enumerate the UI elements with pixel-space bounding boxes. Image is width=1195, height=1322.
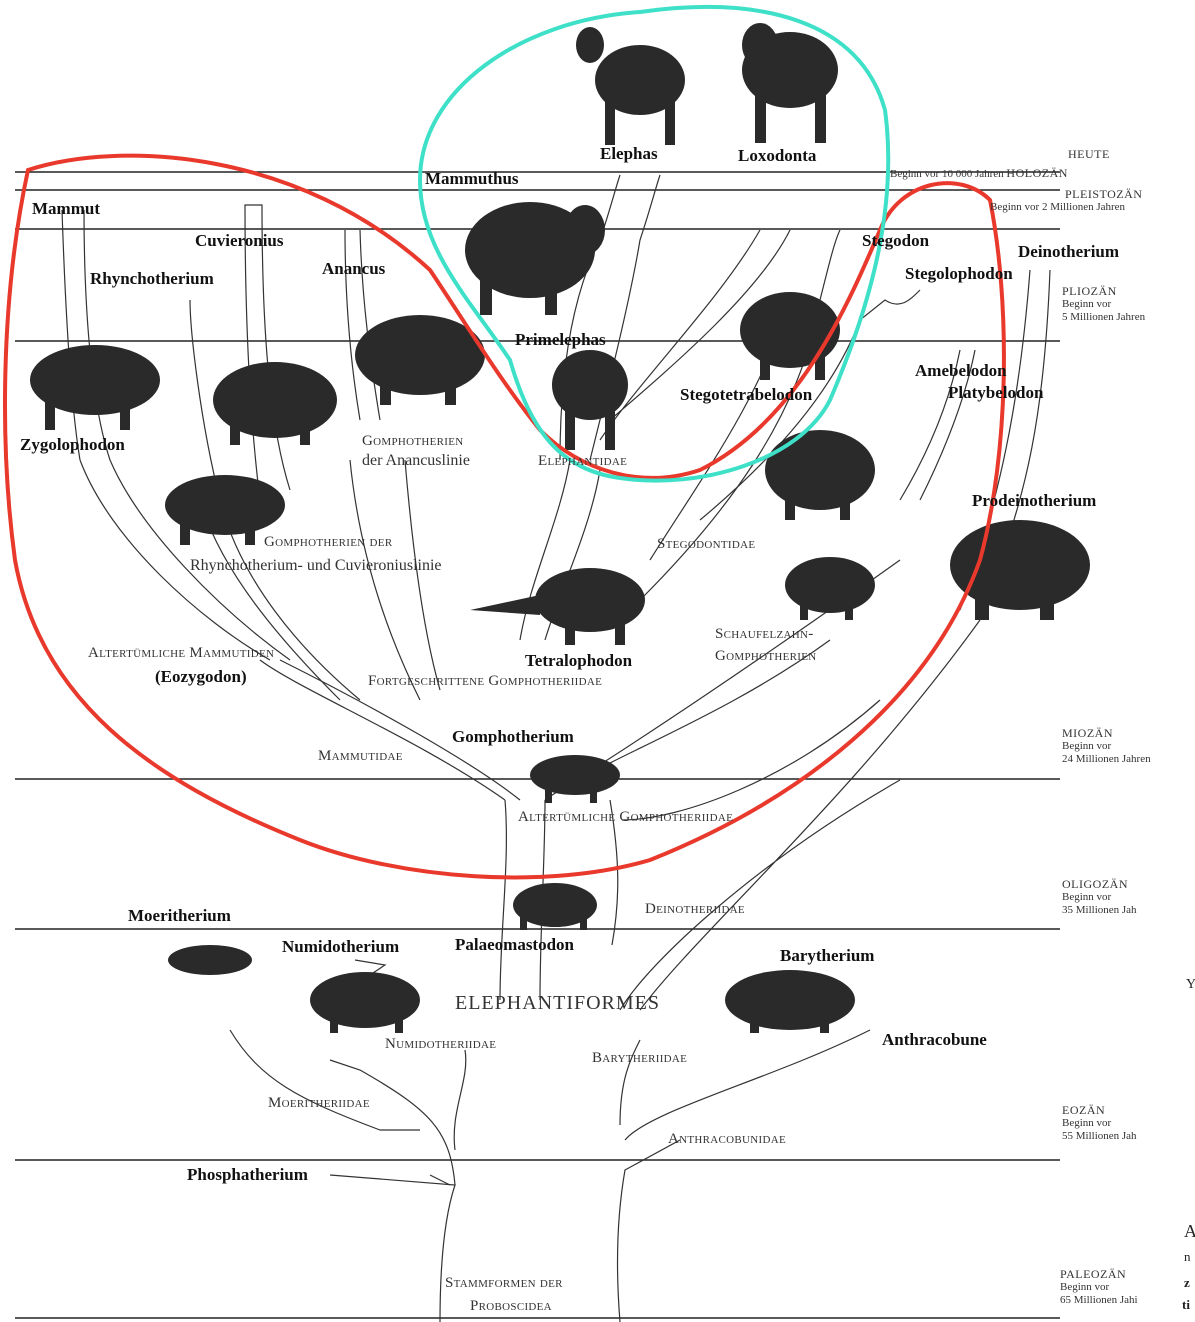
group-anthracobunidae: Anthracobunidae <box>668 1132 786 1147</box>
gomphotherium-animal <box>530 755 620 803</box>
label-tetralophodon: Tetralophodon <box>525 652 632 669</box>
group-barytheriidae: Barytheriidae <box>592 1051 687 1066</box>
label-phosphatherium: Phosphatherium <box>187 1166 308 1183</box>
stegotetrabelodon-animal <box>740 292 840 380</box>
group-schaufelzahn: Schaufelzahn- <box>715 627 814 642</box>
group-proboscidea: Proboscidea <box>470 1299 552 1314</box>
label-primelephas: Primelephas <box>515 331 606 348</box>
group-gomph-rhyncho: Gomphotherien der <box>264 535 392 550</box>
group-alt-gomph: Altertümliche Gomphotheriidae <box>518 810 733 825</box>
label-palaeomastodon: Palaeomastodon <box>455 936 574 953</box>
group-gomph-anancus-line: der Anancuslinie <box>362 453 470 469</box>
primelephas-animal <box>552 350 628 450</box>
label-deinotherium: Deinotherium <box>1018 243 1119 260</box>
label-amebelodon: Amebelodon <box>915 362 1007 379</box>
label-stegotetrabelodon: Stegotetrabelodon <box>680 386 812 403</box>
label-zygolophodon: Zygolophodon <box>20 436 125 453</box>
margin-letter-a: A <box>1184 1222 1195 1240</box>
label-platybelodon: Platybelodon <box>948 384 1043 401</box>
moeritherium-animal <box>168 945 252 975</box>
group-stegodontidae: Stegodontidae <box>657 537 755 552</box>
label-rhynchotherium: Rhynchotherium <box>90 270 214 287</box>
group-gomph-anancus: Gomphotherien <box>362 434 464 449</box>
mammuthus-animal <box>465 202 605 315</box>
prodeinotherium-animal <box>950 520 1090 620</box>
platybelodon-animal <box>785 557 875 620</box>
label-anancus: Anancus <box>322 260 385 277</box>
tetralophodon-animal <box>470 568 645 645</box>
group-elephantiformes: ELEPHANTIFORMES <box>455 993 660 1013</box>
epoch-holozaen: Beginn vor 10 000 Jahren HOLOZÄN <box>890 167 1068 181</box>
margin-letter-r: n <box>1184 1250 1191 1263</box>
label-mammut: Mammut <box>32 200 100 217</box>
label-cuvieronius: Cuvieronius <box>195 232 284 249</box>
label-eozygodon: (Eozygodon) <box>155 668 247 685</box>
label-stegolophodon: Stegolophodon <box>905 265 1013 282</box>
label-gomphotherium: Gomphotherium <box>452 728 574 745</box>
margin-letter-y: Y <box>1186 978 1195 992</box>
label-elephas: Elephas <box>600 145 658 162</box>
zygolophodon-animal <box>30 345 160 430</box>
group-numidotheriidae: Numidotheriidae <box>385 1037 496 1052</box>
label-prodeinotherium: Prodeinotherium <box>972 492 1096 509</box>
label-stegodon: Stegodon <box>862 232 929 249</box>
rhynchotherium-animal <box>213 362 337 445</box>
elephas-animal <box>576 27 685 145</box>
label-moeritherium: Moeritherium <box>128 907 231 924</box>
palaeomastodon-animal <box>513 883 597 930</box>
epoch-heute: HEUTE <box>1068 148 1110 161</box>
label-numidotherium: Numidotherium <box>282 938 399 955</box>
loxodonta-animal <box>742 23 838 143</box>
margin-letter-z: z <box>1184 1276 1190 1289</box>
group-mammutidae: Mammutidae <box>318 749 403 764</box>
group-alt-mammutiden: Altertümliche Mammutiden <box>88 646 274 661</box>
margin-letter-t: ti <box>1182 1298 1190 1311</box>
anancus-animal <box>355 315 485 405</box>
numidotherium-animal <box>310 972 420 1033</box>
group-deinotheriidae: Deinotheriidae <box>645 902 745 917</box>
label-barytherium: Barytherium <box>780 947 874 964</box>
group-elephantidae: Elephantidae <box>538 454 627 469</box>
stegodon-animal <box>765 430 875 520</box>
group-schaufelzahn-2: Gomphotherien <box>715 649 817 664</box>
label-loxodonta: Loxodonta <box>738 147 816 164</box>
group-fortgeschrittene: Fortgeschrittene Gomphotheriidae <box>368 674 602 689</box>
group-stammformen: Stammformen der <box>445 1276 563 1291</box>
group-gomph-rhyncho-line: Rhynchotherium- und Cuvieroniuslinie <box>190 558 442 574</box>
label-anthracobune: Anthracobune <box>882 1031 987 1048</box>
group-moeritheriidae: Moeritheriidae <box>268 1096 370 1111</box>
label-mammuthus: Mammuthus <box>425 170 519 187</box>
barytherium-animal <box>725 970 855 1033</box>
